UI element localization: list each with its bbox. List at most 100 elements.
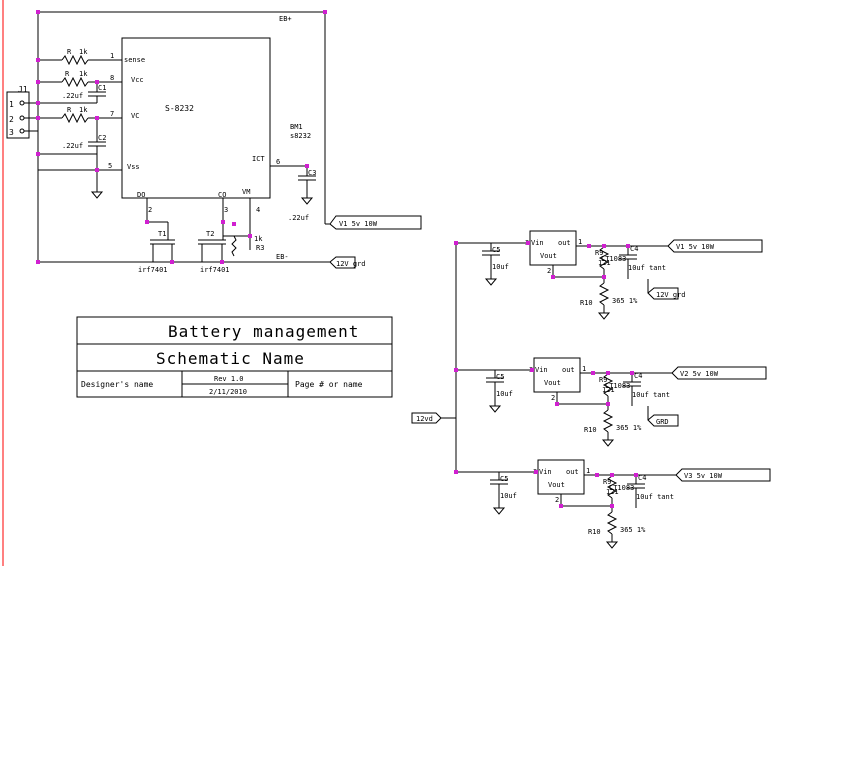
c5-ref: C5 [496, 373, 504, 381]
rev-text: Rev 1.0 [214, 375, 244, 383]
reg-vout: Vout [548, 481, 565, 489]
junction-dot [630, 371, 634, 375]
c5-ref: C5 [492, 246, 500, 254]
res-value-2: 1k [79, 70, 88, 78]
reg-vout: Vout [544, 379, 561, 387]
ground-symbol [597, 312, 611, 320]
input-port-label: 12vd [416, 415, 433, 423]
c4-value: 10uf tant [632, 391, 670, 399]
c4-value: 10uf tant [628, 264, 666, 272]
junction-dot [454, 368, 458, 372]
junction-dot [526, 241, 530, 245]
regulator-circuits: 12vd C510uf3Vinout1Vout2R9121R10365 1%LT… [411, 230, 771, 549]
res-ref-2: R [65, 70, 70, 78]
reg-vout: Vout [540, 252, 557, 260]
r3-ref: R3 [256, 244, 264, 252]
c2-ref: C2 [98, 134, 106, 142]
connector-pin-1: 1 [9, 100, 14, 109]
pin-label-vcc: Vcc [131, 76, 144, 84]
port-12v-grd [329, 256, 356, 269]
regulator-unit-1: C510uf3Vinout1Vout2R9121R10365 1%LT1083C… [454, 230, 763, 320]
out-port-label: V3 5v 10W [684, 472, 723, 480]
pin-num-sense: 1 [110, 52, 114, 60]
reg-vin: Vin [535, 366, 548, 374]
pin-label-vc: VC [131, 112, 139, 120]
bm-ref: BM1 [290, 123, 303, 131]
pin-num-do: 2 [148, 206, 152, 214]
junction-dot [595, 473, 599, 477]
r10-value: 365 1% [616, 424, 642, 432]
battery-management-circuit: J1 1 2 3 EB+ S-8232 sense Vcc VC Vss DO … [6, 10, 422, 274]
ground-symbol [492, 507, 506, 515]
ic-s8232 [121, 37, 271, 199]
ic-name: S-8232 [165, 104, 194, 113]
junction-dot [626, 244, 630, 248]
reg-out: out [558, 239, 571, 247]
res-ref-1: R [67, 48, 72, 56]
c4-ref: C4 [638, 474, 646, 482]
c5-value: 10uf [496, 390, 513, 398]
r10-value: 365 1% [612, 297, 638, 305]
resistor-r10 [598, 282, 610, 306]
port-out [671, 366, 767, 380]
pin-num-vcc: 8 [110, 74, 114, 82]
junction-dot [591, 371, 595, 375]
pin-label-vm: VM [242, 188, 250, 196]
port-v1-label: V1 5v 10W [339, 220, 378, 228]
reg-vin: Vin [539, 468, 552, 476]
t1-part: irf7401 [138, 266, 168, 274]
r9-ref: R9 [595, 249, 603, 257]
title-block: Battery management Schematic Name Design… [76, 316, 393, 398]
ground-symbol [605, 541, 619, 549]
regulator-unit-2: C510uf3Vinout1Vout2R9121R10365 1%LT1083C… [454, 357, 767, 447]
res-ref-3: R [67, 106, 72, 114]
out-port-label: V1 5v 10W [676, 243, 715, 251]
pin-label-sense: sense [124, 56, 145, 64]
port-12v-input [411, 412, 442, 424]
r10-ref: R10 [580, 299, 593, 307]
bm-part: s8232 [290, 132, 311, 140]
junction-dot [534, 470, 538, 474]
pin-num-co: 3 [224, 206, 228, 214]
pin-num-vss: 5 [108, 162, 112, 170]
regulator-unit-3: C510uf3Vinout1Vout2R9121R10365 1%LT1083C… [454, 459, 771, 549]
port-gnd [647, 414, 679, 427]
c3-ref: C3 [308, 169, 316, 177]
t2-ref: T2 [206, 230, 214, 238]
ground-symbol [601, 439, 615, 447]
junction-dot [606, 402, 610, 406]
junction-dot [587, 244, 591, 248]
junction-dot [634, 473, 638, 477]
pin-num-vm: 4 [256, 206, 260, 214]
connector-pin-3: 3 [9, 128, 14, 137]
junction-dot [606, 371, 610, 375]
out-port-label: V2 5v 10W [680, 370, 719, 378]
junction-dot [555, 402, 559, 406]
gnd-port-label: 12V grd [656, 291, 686, 299]
r10-ref: R10 [588, 528, 601, 536]
c5-ref: C5 [500, 475, 508, 483]
reg-pin1: 1 [582, 365, 586, 373]
r9-ref: R9 [603, 478, 611, 486]
junction-dots [36, 10, 327, 264]
pin-label-do: DO [137, 191, 145, 199]
title-text: Battery management [168, 322, 359, 341]
resistor-r10 [606, 511, 618, 535]
reg-out: out [566, 468, 579, 476]
junction-dot [454, 470, 458, 474]
page-text: Page # or name [295, 380, 363, 389]
res-value-3: 1k [79, 106, 88, 114]
ic-part: LT1083 [601, 255, 626, 263]
resistor-r9 [602, 373, 614, 397]
junction-dot [610, 504, 614, 508]
resistor-r9 [598, 246, 610, 270]
ground-symbol [90, 191, 104, 199]
port-gnd [647, 287, 679, 300]
reg-pin2: 2 [551, 394, 555, 402]
r9-ref: R9 [599, 376, 607, 384]
eb-minus-label: EB- [276, 253, 289, 261]
pin-num-vc: 7 [110, 110, 114, 118]
eb-plus-label: EB+ [279, 15, 292, 23]
t1-ref: T1 [158, 230, 166, 238]
